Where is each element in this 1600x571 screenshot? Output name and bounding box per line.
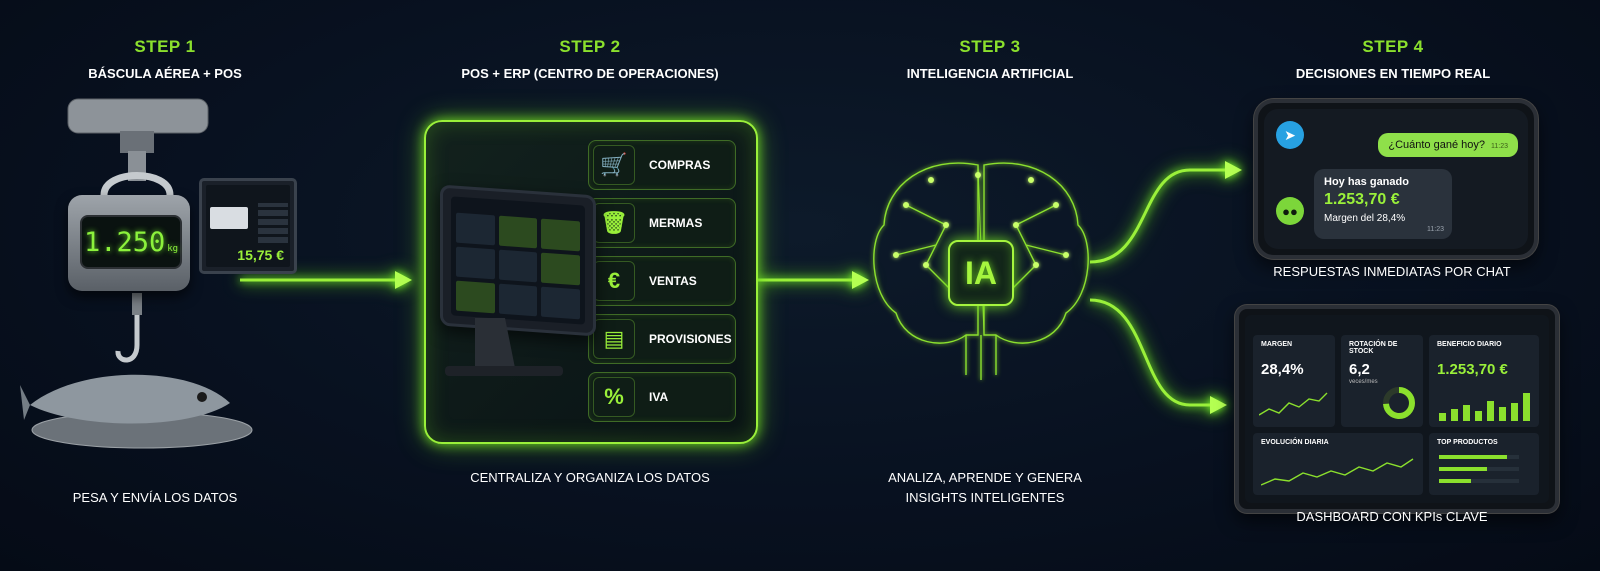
pos-monitor: [440, 184, 596, 337]
pos-price: 15,75 €: [237, 247, 284, 263]
arrow-step3: [852, 271, 869, 289]
step-2-title: POS + ERP (CENTRO DE OPERACIONES): [461, 66, 719, 81]
tablet-dashboard: MARGEN 28,4% ROTACIÓN DE STOCK 6,2 veces…: [1235, 305, 1559, 513]
connector-step3-chat: [1089, 168, 1225, 264]
kpi-card-beneficio: BENEFICIO DIARIO 1.253,70 €: [1429, 335, 1539, 427]
kpi-card-top-productos: TOP PRODUCTOS: [1429, 433, 1539, 495]
arrow-dashboard: [1210, 396, 1227, 414]
erp-menu-label: PROVISIONES: [649, 332, 732, 346]
pos-terminal-mini: 15,75 €: [199, 178, 297, 274]
kpi-value: 6,2: [1349, 361, 1370, 378]
erp-menu-ventas[interactable]: € VENTAS: [588, 256, 736, 306]
pos-monitor-screen: [451, 196, 585, 325]
ai-chip: IA: [948, 240, 1014, 306]
step-3-number: STEP 3: [959, 37, 1021, 56]
erp-menu-compras[interactable]: 🛒 COMPRAS: [588, 140, 736, 190]
trash-icon: 🗑: [593, 203, 635, 243]
chat-question-time: 11:23: [1491, 143, 1508, 150]
connector-step3-dashboard: [1089, 298, 1210, 407]
erp-menu-label: COMPRAS: [649, 158, 711, 172]
step-1-caption: PESA Y ENVÍA LOS DATOS: [72, 490, 238, 505]
kpi-label: TOP PRODUCTOS: [1437, 439, 1498, 446]
erp-menu-iva[interactable]: % IVA: [588, 372, 736, 422]
chat-question-bubble: ¿Cuánto gané hoy? 11:23: [1378, 133, 1518, 157]
scale-hanger-illustration: [20, 98, 253, 449]
erp-menu-mermas[interactable]: 🗑 MERMAS: [588, 198, 736, 248]
chat-answer-margin: Margen del 28,4%: [1324, 213, 1406, 224]
rotacion-donut: [1383, 387, 1415, 419]
evolucion-line-chart: [1261, 458, 1414, 486]
kpi-sub: veces/mes: [1349, 379, 1378, 385]
pos-mini-screen: 15,75 €: [206, 185, 290, 267]
ai-chip-label: IA: [965, 254, 997, 291]
pos-monitor-stand: [445, 318, 563, 376]
step-4-number: STEP 4: [1362, 37, 1424, 56]
scale-unit: kg: [167, 244, 179, 254]
step-2-number: STEP 2: [559, 37, 621, 56]
kpi-card-rotacion: ROTACIÓN DE STOCK 6,2 veces/mes: [1341, 335, 1423, 427]
cart-icon: 🛒: [593, 145, 635, 185]
erp-menu-label: MERMAS: [649, 216, 703, 230]
kpi-label: BENEFICIO DIARIO: [1437, 341, 1502, 348]
chat-answer-amount: 1.253,70 €: [1324, 191, 1400, 208]
kpi-label: MARGEN: [1261, 341, 1293, 348]
step-2-caption: CENTRALIZA Y ORGANIZA LOS DATOS: [470, 470, 710, 485]
top-product-bar: [1439, 479, 1519, 483]
kpi-label: ROTACIÓN DE STOCK: [1349, 341, 1398, 355]
phone-chat: ➤ ¿Cuánto gané hoy? 11:23 ●● Hoy has gana…: [1254, 99, 1538, 259]
step-3-caption-line-1: ANALIZA, APRENDE Y GENERA: [888, 470, 1082, 485]
chat-answer-intro: Hoy has ganado: [1324, 176, 1409, 188]
kpi-card-margen: MARGEN 28,4%: [1253, 335, 1335, 427]
step-4-title: DECISIONES EN TIEMPO REAL: [1295, 66, 1491, 81]
step-4-caption-chat: RESPUESTAS INMEDIATAS POR CHAT: [1273, 264, 1511, 279]
percent-icon: %: [593, 377, 635, 417]
arrow-step2: [395, 271, 412, 289]
scale-reading: 1.250: [83, 226, 166, 258]
telegram-icon: ➤: [1276, 121, 1304, 149]
top-product-bar: [1439, 455, 1519, 459]
chat-answer-time: 11:23: [1427, 226, 1444, 233]
kpi-value: 1.253,70 €: [1437, 361, 1508, 378]
beneficio-bars: [1439, 393, 1530, 421]
erp-menu-label: VENTAS: [649, 274, 697, 288]
top-product-bar: [1439, 467, 1519, 471]
kpi-label: EVOLUCIÓN DIARIA: [1261, 439, 1329, 446]
chat-question: ¿Cuánto gané hoy?: [1388, 139, 1485, 151]
kpi-value: 28,4%: [1261, 361, 1304, 378]
step-1-title: BÁSCULA AÉREA + POS: [88, 66, 242, 81]
step-3-caption-line-2: INSIGHTS INTELIGENTES: [905, 490, 1065, 505]
arrow-chat: [1225, 161, 1242, 179]
step-4-caption-dashboard: DASHBOARD CON KPIs CLAVE: [1296, 509, 1488, 524]
document-icon: ▤: [593, 319, 635, 359]
phone-screen: ➤ ¿Cuánto gané hoy? 11:23 ●● Hoy has gana…: [1264, 109, 1528, 249]
step-1-number: STEP 1: [134, 37, 196, 56]
step-3-title: INTELIGENCIA ARTIFICIAL: [906, 66, 1074, 81]
erp-menu-provisiones[interactable]: ▤ PROVISIONES: [588, 314, 736, 364]
euro-icon: €: [593, 261, 635, 301]
chat-answer-bubble: Hoy has ganado 1.253,70 € Margen del 28,…: [1314, 169, 1452, 239]
erp-menu-label: IVA: [649, 390, 669, 404]
margen-sparkline: [1259, 392, 1328, 416]
kpi-card-evolucion: EVOLUCIÓN DIARIA: [1253, 433, 1423, 495]
dashboard-screen: MARGEN 28,4% ROTACIÓN DE STOCK 6,2 veces…: [1245, 315, 1549, 503]
bot-icon: ●●: [1276, 197, 1304, 225]
